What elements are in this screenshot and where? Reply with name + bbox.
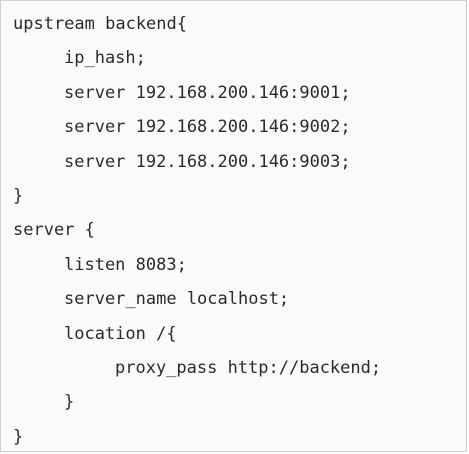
code-line-server-name: server_name localhost; — [64, 289, 290, 310]
code-line-server-open: server { — [13, 220, 95, 241]
code-lines: upstream backend{ ip_hash; server 192.16… — [13, 7, 381, 454]
code-line-upstream-close: } — [13, 185, 24, 206]
code-line-ip-hash: ip_hash; — [64, 48, 146, 69]
code-line-listen: listen 8083; — [64, 254, 187, 275]
code-line-location-close: } — [64, 392, 75, 413]
code-line-server-9003: server 192.168.200.146:9003; — [64, 151, 351, 172]
code-line-location-open: location /{ — [64, 323, 177, 344]
code-line-upstream-open: upstream backend{ — [13, 14, 187, 34]
code-line-proxy-pass: proxy_pass http://backend; — [115, 357, 382, 378]
code-line-server-9001: server 192.168.200.146:9001; — [64, 82, 351, 103]
code-line-server-9002: server 192.168.200.146:9002; — [64, 117, 351, 138]
code-line-server-close: } — [13, 426, 24, 447]
